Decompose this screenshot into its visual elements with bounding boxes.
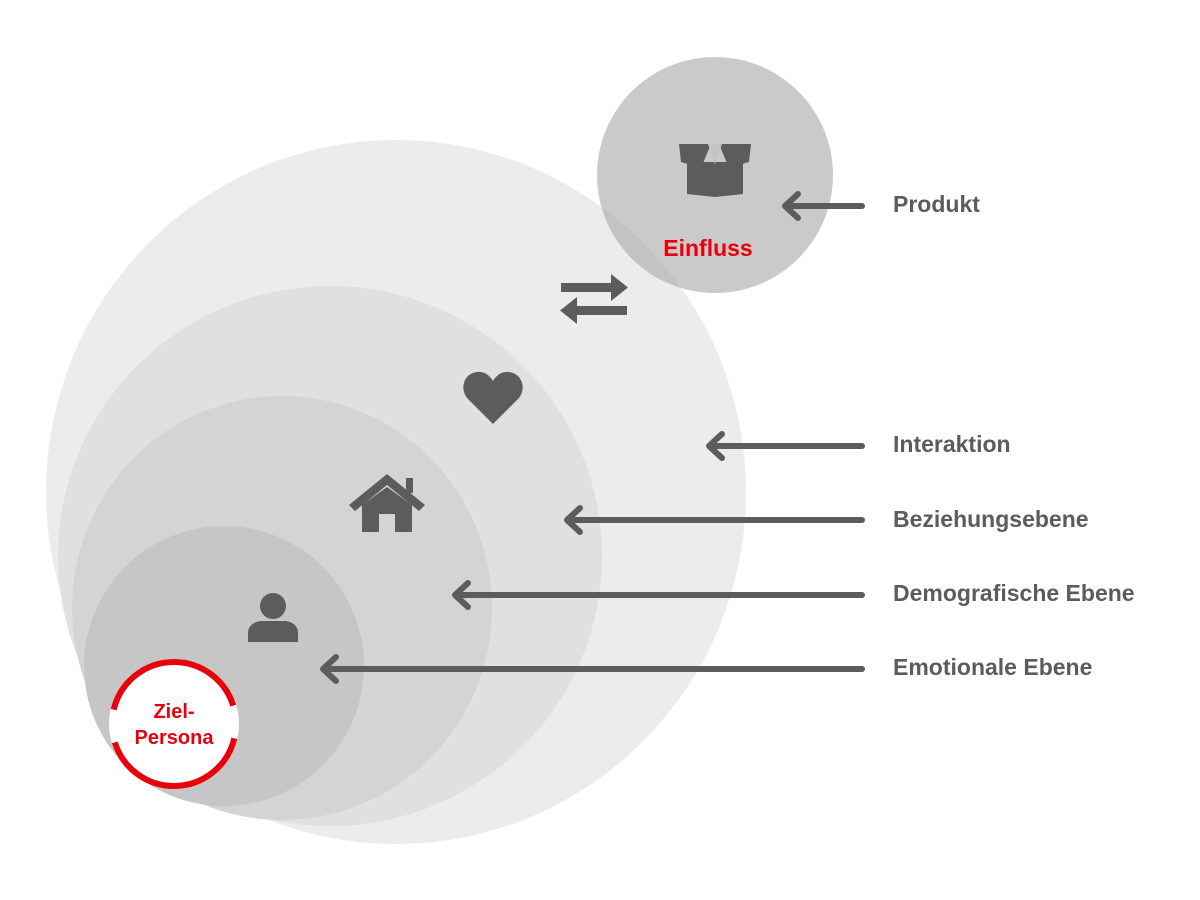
label-product: Produkt [893,191,980,217]
pointer-arrows [320,191,865,684]
persona-line-2: Persona [135,727,215,749]
arrow-interaction [706,431,865,461]
label-relationship: Beziehungsebene [893,506,1089,532]
open-box-icon [679,144,751,197]
persona-line-1: Ziel- [153,701,194,723]
arrow-demographic [452,580,865,610]
product-caption: Einfluss [663,235,752,261]
house-icon [349,474,425,532]
label-demographic: Demografische Ebene [893,580,1135,606]
layer-labels: Produkt Interaktion Beziehungsebene Demo… [893,191,1135,680]
label-emotional: Emotionale Ebene [893,654,1092,680]
label-interaction: Interaktion [893,431,1011,457]
arrow-emotional [320,654,865,684]
target-persona-badge: Ziel- Persona [109,659,239,789]
heart-icon [463,371,523,424]
arrow-relationship [564,505,865,535]
exchange-arrows-icon [560,274,628,324]
user-icon [248,593,298,642]
arrow-product [782,191,865,221]
